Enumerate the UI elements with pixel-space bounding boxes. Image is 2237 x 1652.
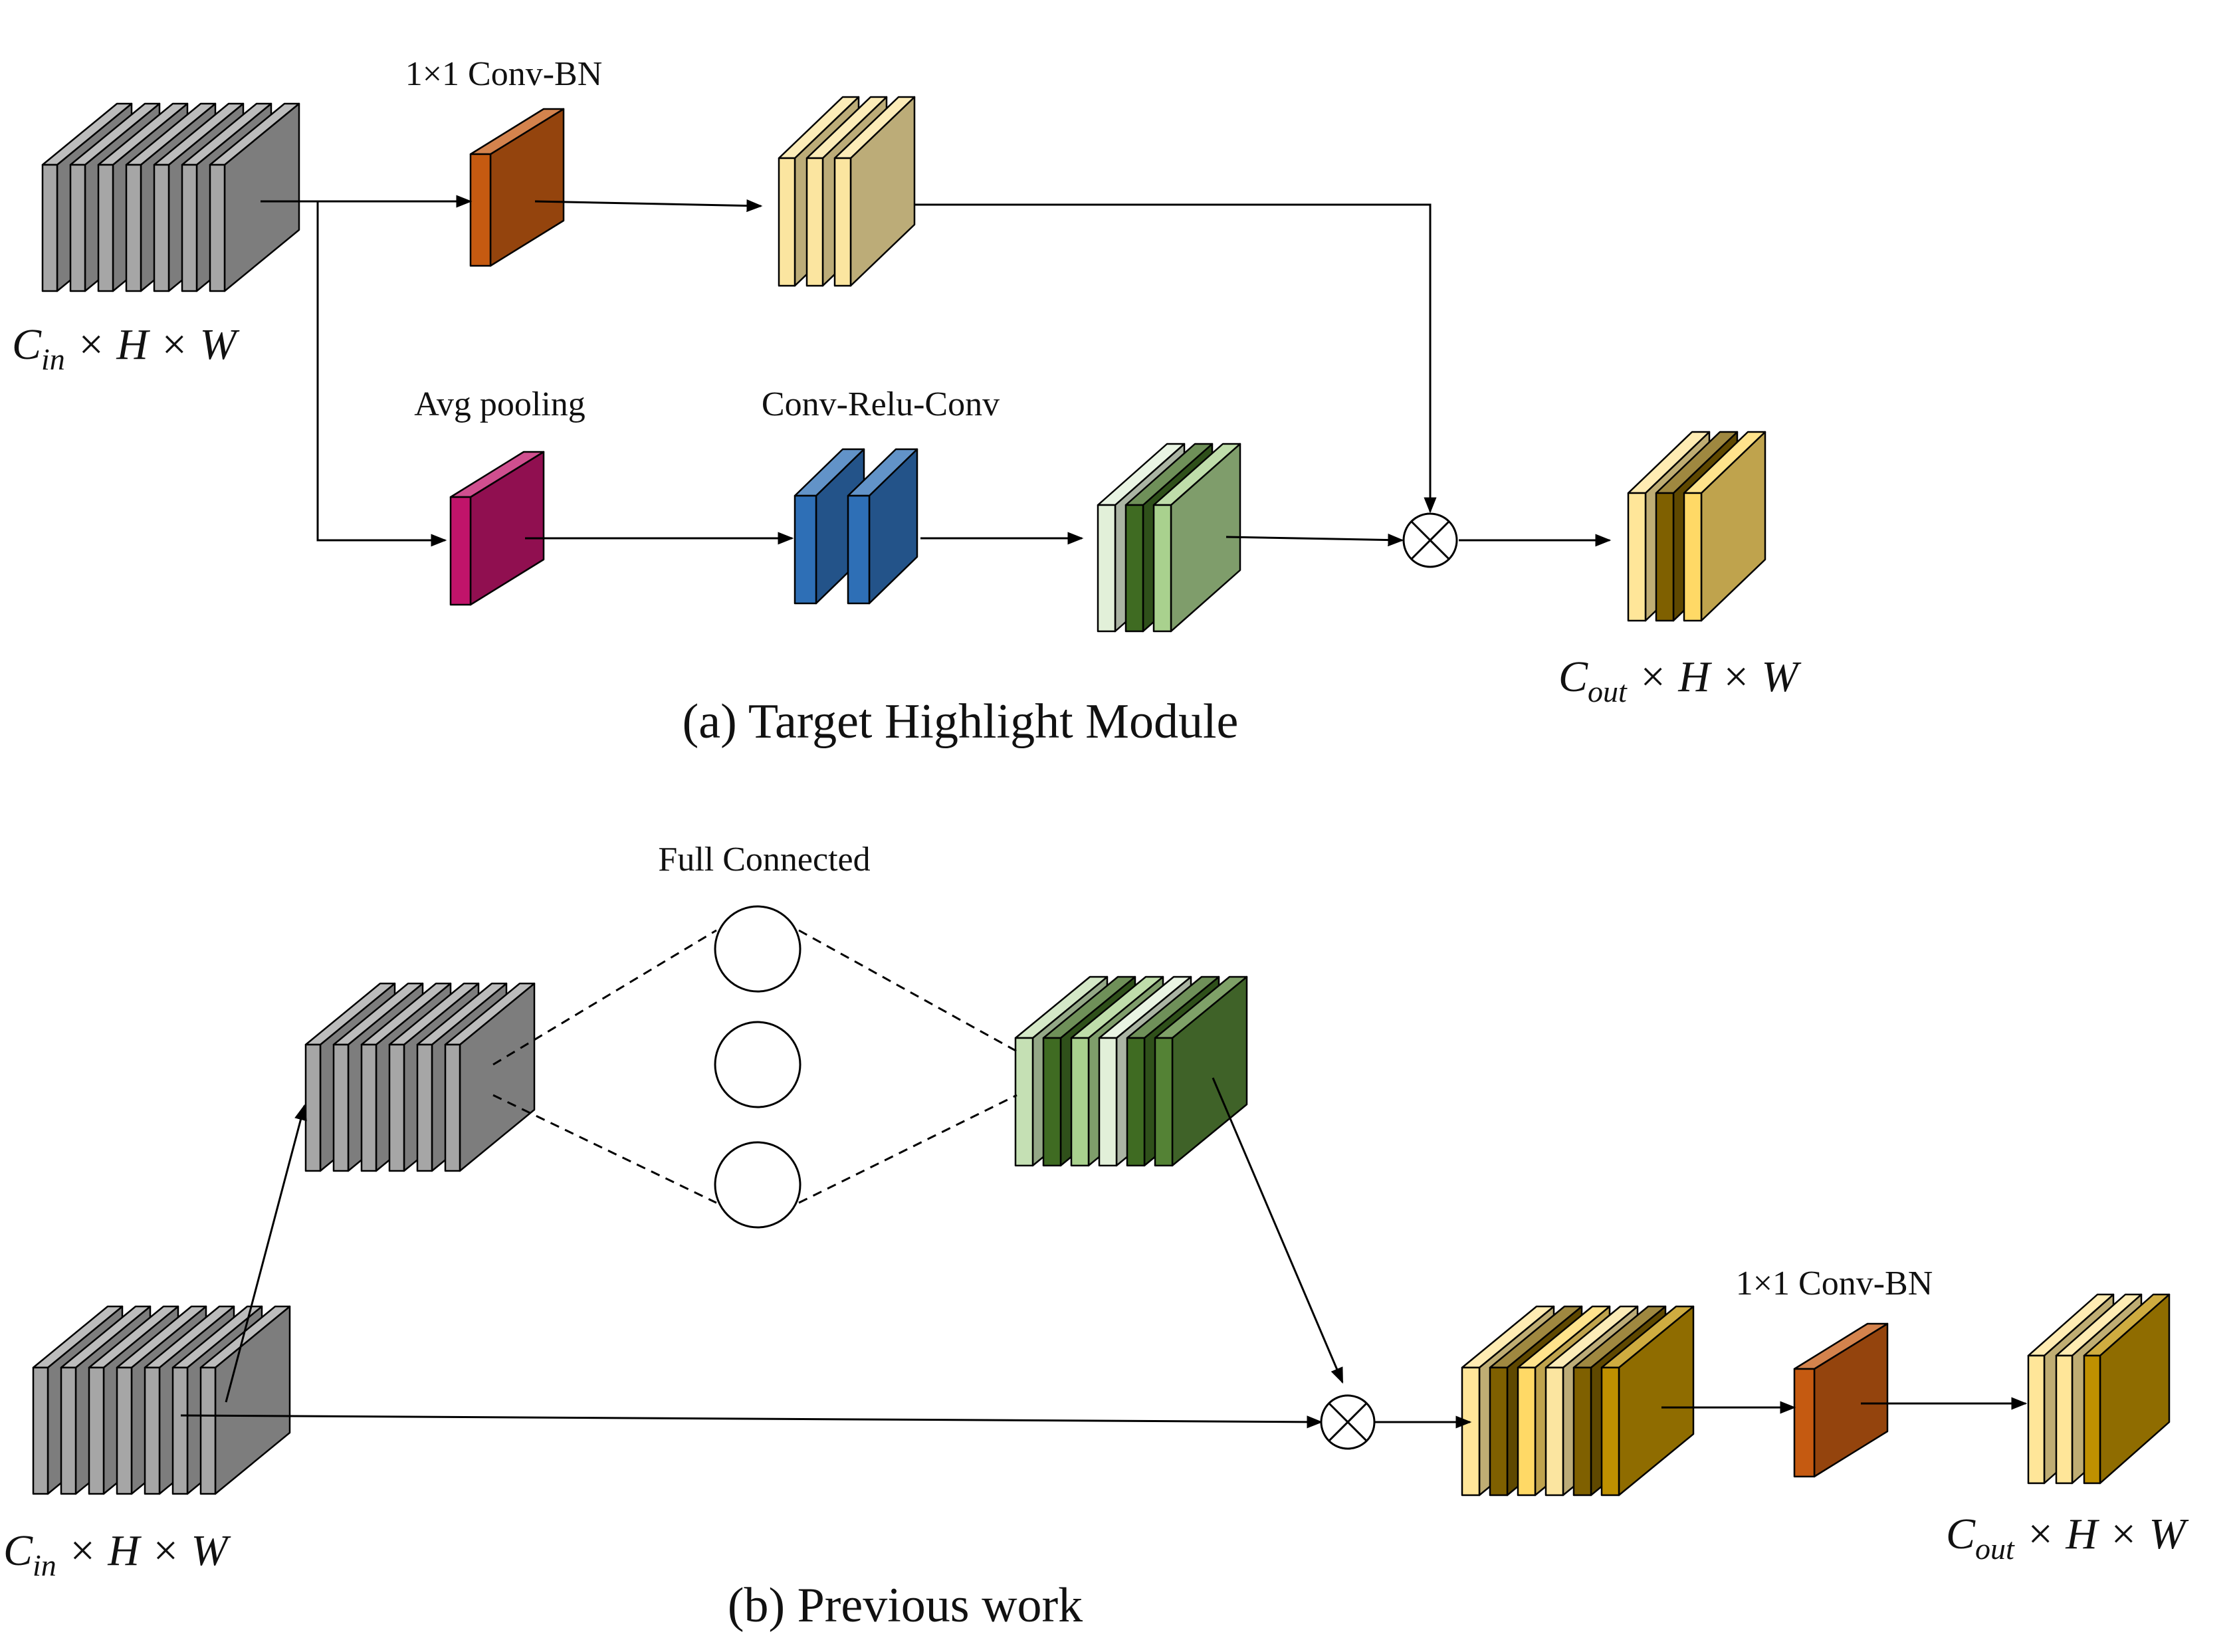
feature-slab: [1683, 431, 1766, 622]
fc-input-stack: [304, 982, 536, 1172]
weighted-feature-stack: [1461, 1305, 1695, 1497]
slab-front: [1154, 1037, 1174, 1167]
slab-front: [794, 494, 817, 605]
output-dim-label-a: Cout × H × W: [1558, 653, 1802, 708]
slab-front: [332, 1043, 350, 1172]
slab-front: [416, 1043, 433, 1172]
conv-relu-conv-label: Conv-Relu-Conv: [762, 385, 1000, 423]
slab-front: [41, 163, 58, 292]
slab-front: [116, 1366, 133, 1495]
slab-front: [88, 1366, 105, 1495]
feature-slab: [2083, 1293, 2171, 1485]
output-feature-stack-b: [2027, 1293, 2171, 1485]
conv-bn-block-a: [469, 108, 565, 267]
slab-front: [469, 153, 492, 267]
slab-front: [847, 494, 871, 605]
feature-slab: [209, 102, 300, 292]
fc-nodes: [714, 905, 801, 1229]
slab-front: [1126, 1037, 1146, 1167]
feature-slab: [199, 1305, 291, 1495]
conv-bn-label-b: 1×1 Conv-BN: [1736, 1265, 1933, 1302]
slab-front: [1097, 504, 1117, 633]
conv-bn-label-a: 1×1 Conv-BN: [405, 55, 603, 93]
caption-a: (a) Target Highlight Module: [683, 694, 1239, 749]
connectors-a: [261, 195, 1612, 547]
slab-front: [32, 1366, 49, 1495]
slab-front: [171, 1366, 189, 1495]
conv-relu-conv-block: [794, 448, 918, 605]
slab-front: [1152, 504, 1172, 633]
slab-front: [805, 157, 824, 287]
slab-front: [304, 1043, 322, 1172]
feature-slab: [833, 96, 916, 287]
slab-front: [144, 1366, 161, 1495]
slab-front: [2055, 1354, 2074, 1485]
feature-slab: [469, 108, 565, 267]
slab-front: [1545, 1366, 1564, 1497]
attention-weight-stack-a: [1097, 443, 1241, 633]
slab-front: [1124, 504, 1144, 633]
slab-front: [1655, 492, 1675, 622]
slab-front: [69, 163, 86, 292]
feature-slab: [1152, 443, 1241, 633]
slab-front: [449, 496, 472, 606]
slab-front: [153, 163, 170, 292]
input-dim-label-b: Cin × H × W: [3, 1526, 231, 1582]
conv-bn-output-stack-a: [778, 96, 916, 287]
slab-front: [1627, 492, 1647, 622]
slab-front: [199, 1366, 217, 1495]
slab-front: [2083, 1354, 2101, 1485]
input-feature-stack-b: [32, 1305, 291, 1495]
connectors-b: [180, 1077, 2028, 1429]
full-connected-label: Full Connected: [658, 841, 870, 878]
feature-slab: [1154, 976, 1248, 1167]
slab-front: [97, 163, 114, 292]
slab-front: [181, 163, 198, 292]
feature-slab: [444, 982, 536, 1172]
conv-bn-block-b: [1793, 1322, 1889, 1478]
slab-front: [1098, 1037, 1118, 1167]
slab-front: [1014, 1037, 1034, 1167]
feature-slab: [1793, 1322, 1889, 1478]
slab-front: [125, 163, 142, 292]
feature-slab: [449, 451, 545, 606]
slab-front: [1042, 1037, 1062, 1167]
slab-front: [2027, 1354, 2046, 1485]
feature-slab: [1600, 1305, 1695, 1497]
slab-front: [360, 1043, 377, 1172]
slab-front: [1461, 1366, 1481, 1497]
input-dim-label-a: Cin × H × W: [12, 320, 240, 376]
panel-b: Full Connected 1×1 Conv-BN Cin × H × W C…: [3, 841, 2189, 1633]
feature-slab: [847, 448, 918, 605]
slab-front: [1793, 1368, 1816, 1478]
input-feature-stack-a: [41, 102, 300, 292]
multiply-node-a: [1402, 512, 1458, 568]
slab-front: [833, 157, 852, 287]
avg-pooling-label: Avg pooling: [414, 385, 586, 423]
slab-front: [388, 1043, 405, 1172]
slab-front: [778, 157, 796, 287]
slab-front: [1517, 1366, 1537, 1497]
fc-output-stack: [1014, 976, 1248, 1167]
slab-front: [1572, 1366, 1592, 1497]
fc-node: [714, 1021, 801, 1108]
slab-front: [60, 1366, 77, 1495]
slab-front: [209, 163, 226, 292]
slab-front: [444, 1043, 461, 1172]
slab-front: [1600, 1366, 1620, 1497]
output-feature-stack-a: [1627, 431, 1766, 622]
fc-dashed-links: [492, 929, 1017, 1204]
slab-front: [1070, 1037, 1090, 1167]
slab-front: [1683, 492, 1703, 622]
output-dim-label-b: Cout × H × W: [1946, 1510, 2189, 1566]
avg-pooling-block: [449, 451, 545, 606]
caption-b: (b) Previous work: [728, 1578, 1083, 1633]
fc-node: [714, 1141, 801, 1229]
slab-front: [1489, 1366, 1509, 1497]
multiply-node-b: [1320, 1394, 1376, 1450]
panel-a: 1×1 Conv-BN Avg pooling Conv-Relu-Conv C…: [12, 55, 1802, 749]
fc-node: [714, 905, 801, 993]
